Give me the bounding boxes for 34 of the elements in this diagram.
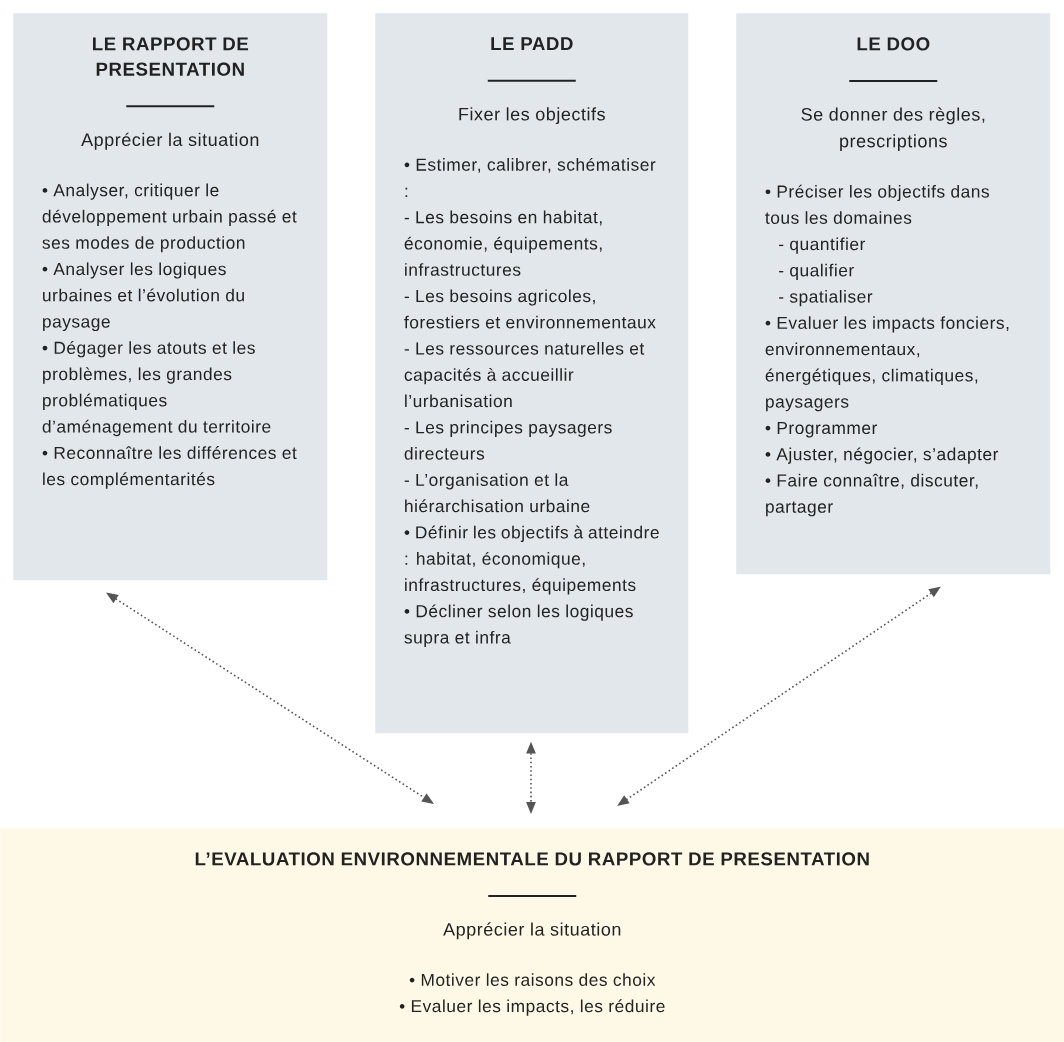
list-item: • Evaluer les impacts, les réduire (399, 999, 665, 1016)
list-item: • Ajuster, négocier, s’adapter (765, 447, 999, 464)
list-item: • Evaluer les impacts fonciers, environnementaux, énergétiques, climatiques, paysagers (765, 316, 1009, 412)
list-item: • Faire connaître, discuter, partager (765, 473, 978, 517)
process-box (0, 828, 1064, 1042)
list-item: • Analyser les logiques urbaines et l’évolution du paysage (42, 262, 244, 332)
list-item: • Décliner selon les logiques supra et infra (404, 604, 633, 648)
process-box (375, 13, 689, 734)
list-item: • Estimer, calibrer, schématiser : (404, 157, 656, 197)
list-item: - Les ressources naturelles et capacités à accueillir l’urbanisation (404, 341, 645, 408)
box-subtitle: Apprécier la situation (443, 922, 621, 940)
list-item: - L’organisation et la hiérarchisation urbaine (404, 473, 590, 513)
box-subtitle: Se donner des règles, prescriptions (801, 107, 985, 151)
list-item: - Les besoins en habitat, économie, équipements, infrastructures (404, 210, 602, 276)
list-item: - quantifier (779, 237, 866, 254)
list-item: • Analyser, critiquer le développement urbain passé et ses modes de production (42, 183, 297, 253)
list-item: - Les principes paysagers directeurs (404, 420, 612, 460)
list-item: - Les besoins agricoles, forestiers et environnementaux (404, 289, 656, 329)
list-item: - qualifier (779, 263, 854, 280)
list-item: • Motiver les raisons des choix (409, 973, 656, 986)
box-title: LE DOO (857, 37, 930, 51)
list-item: - spatialiser (779, 290, 873, 307)
box-title: LE PADD (491, 37, 573, 51)
process-box (736, 13, 1051, 575)
box-title: LE RAPPORT DE PRESENTATION (93, 37, 249, 76)
box-subtitle: Apprécier la situation (81, 132, 259, 150)
process-box (13, 13, 328, 581)
box-title: L’EVALUATION ENVIRONNEMENTALE DU RAPPORT DE PRESENTATION (195, 852, 869, 866)
list-item: • Dégager les atouts et les problèmes, les grandes problématiques d’aménagement du territoire (42, 341, 271, 437)
list-item: • Reconnaître les différences et les complémentarités (42, 446, 297, 489)
list-item: • Définir les objectifs à atteindre : habitat, économique, infrastructures, équipements (404, 525, 659, 595)
list-item: • Préciser les objectifs dans tous les domaines (765, 184, 989, 224)
box-subtitle: Fixer les objectifs (459, 107, 605, 125)
list-item: • Programmer (765, 422, 877, 438)
